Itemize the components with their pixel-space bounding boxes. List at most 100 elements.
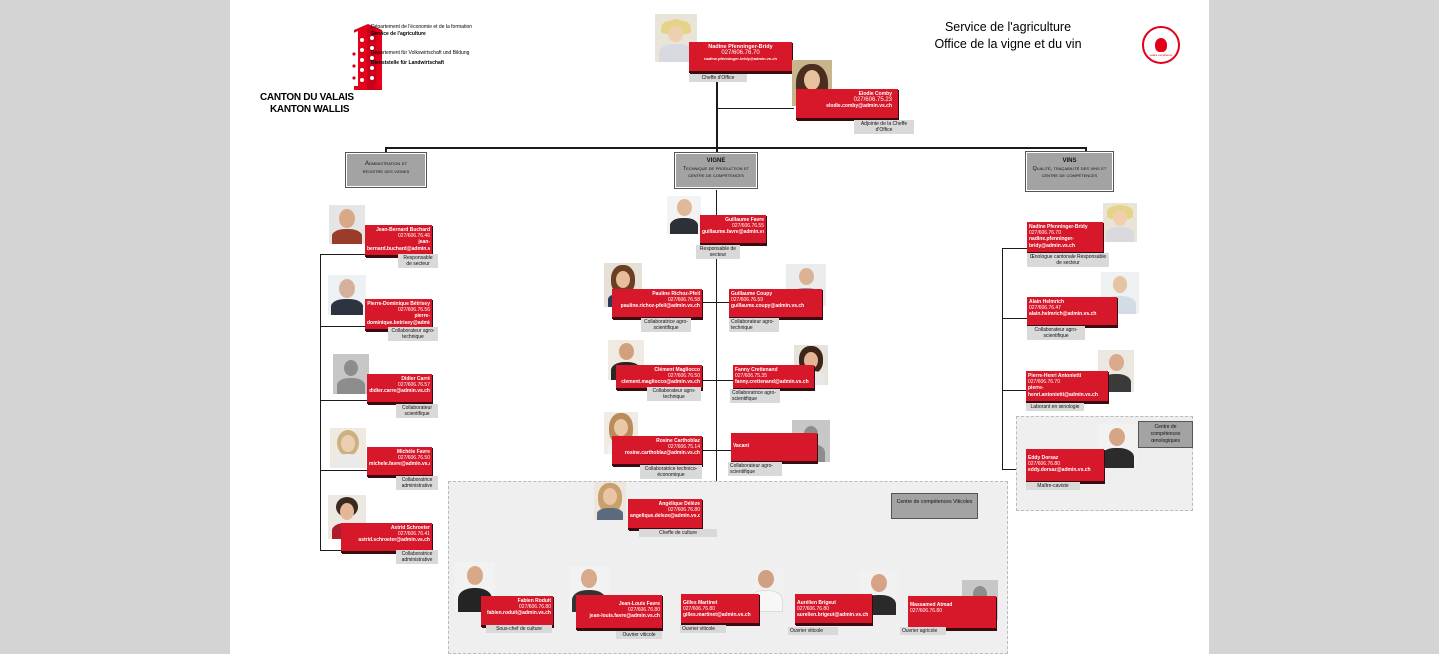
card-vigne-p4[interactable]: Fanny Crettenand 027/606.75.35 fanny.cre…: [733, 365, 814, 390]
photo-viticole-chef: [594, 482, 626, 520]
card-admin-0[interactable]: Jean-Bernard Buchard 027/606.76.46 jean-…: [365, 225, 432, 257]
email: didier.carre@admin.vs.ch: [369, 388, 430, 395]
phone: 027/606.75.35: [735, 373, 767, 380]
section-vins[interactable]: VINS Qualité, traçabilité des vins et ce…: [1025, 151, 1114, 192]
email: aurelien.brigeut@admin.vs.ch: [797, 612, 869, 619]
card-admin-2[interactable]: Didier Carré 027/606.76.57 didier.carre@…: [367, 374, 432, 404]
photo-viticole-3: [859, 571, 899, 615]
name: Elodie Comby: [858, 91, 892, 97]
connector: [320, 254, 370, 255]
card-vigne-p1[interactable]: Pauline Richoz-Pfeil 027/606.76.58 pauli…: [612, 289, 702, 319]
valais-stars-icon: [351, 26, 376, 90]
connector: [640, 380, 790, 381]
email: nadine.pfenninger-bridy@admin.vs.ch: [1029, 236, 1075, 249]
role-vigne-lead: Responsable de secteur: [696, 245, 740, 259]
photo-vigne-lead: [667, 196, 701, 234]
role-vigne-p3: Collaborateur agro-technique: [647, 387, 701, 401]
section-vigne-title: VIGNE: [706, 158, 726, 164]
connector: [716, 78, 718, 148]
connector: [1002, 318, 1027, 319]
service-fr: Service de l'agriculture: [371, 31, 426, 37]
card-deputy[interactable]: Elodie Comby 027/606.75.23 elodie.comby@…: [796, 89, 898, 120]
card-viticole-chef[interactable]: Angélique Délèze 027/606.76.80 angelique…: [628, 499, 702, 530]
phone: 027/606.76.80: [1028, 461, 1060, 468]
canton-name-fr: CANTON DU VALAIS: [260, 92, 354, 103]
connector: [320, 400, 370, 401]
role-viticole-chef: Cheffe de culture: [639, 529, 717, 537]
name: Nadine Pfenninger-Bridy: [1029, 224, 1088, 230]
phone: 027/606.76.80: [910, 608, 942, 615]
card-vigne-p5[interactable]: Rosine Carthoblaz 027/606.75.14 rosine.c…: [612, 436, 702, 466]
name: Massamed Atmad: [910, 602, 953, 608]
phone: 027/606.76.70: [1029, 230, 1061, 237]
email: jean-bernard.buchard@admin.vs.ch: [367, 239, 430, 252]
department-fr: Département de l'économie et de la forma…: [371, 24, 473, 30]
name: Guillaume Coupy: [731, 291, 773, 297]
email: angelique.deleze@admin.vs.ch: [630, 513, 700, 520]
card-admin-3[interactable]: Michèle Favre 027/606.76.50 michele.favr…: [367, 447, 432, 477]
role-admin-1: Collaborateur agro-technique: [388, 327, 438, 341]
phone: 027/606.76.41: [398, 531, 430, 538]
role-vigne-p4: Collaboratrice agro-scientifique: [730, 389, 780, 403]
card-viticole-1[interactable]: Jean-Louis Favre 027/606.76.80 jean-loui…: [576, 595, 662, 630]
section-admin[interactable]: Administration et registre des vignes: [345, 152, 427, 188]
connector: [716, 108, 794, 109]
card-viticole-3[interactable]: Aurélien Brigeut 027/606.76.80 aurelien.…: [795, 594, 872, 625]
section-vigne[interactable]: VIGNE Technique de production et centre …: [674, 152, 758, 189]
card-chief[interactable]: Nadine Pfenninger-Bridy 027/606.76.70 na…: [689, 42, 792, 73]
name: Didier Carré: [401, 376, 430, 382]
email: guillaume.favre@admin.vs.ch: [702, 229, 764, 236]
connector: [385, 147, 387, 153]
email: elodie.comby@admin.vs.ch: [826, 103, 892, 110]
name: Nadine Pfenninger-Bridy: [708, 44, 773, 50]
phone: 027/606.76.80: [797, 606, 829, 613]
name: Fabien Roduit: [517, 598, 551, 604]
name: Michèle Favre: [396, 449, 430, 455]
connector: [716, 147, 718, 153]
connector: [385, 147, 1085, 149]
section-admin-subtitle: registre des vignes: [362, 168, 410, 175]
name: Eddy Dorsaz: [1028, 455, 1059, 461]
card-oeno-0[interactable]: Eddy Dorsaz 027/606.76.80 eddy.dorsaz@ad…: [1026, 449, 1104, 483]
card-vigne-p3[interactable]: Clément Magliocco 027/606.76.50 clement.…: [616, 365, 702, 390]
connector: [1002, 248, 1027, 249]
card-admin-4[interactable]: Astrid Schroeter 027/606.76.41 astrid.sc…: [341, 523, 432, 553]
name: Aurélien Brigeut: [797, 600, 836, 606]
role-vigne-p2: Collaborateur agro-technique: [729, 318, 779, 332]
phone: 027/606.76.59: [731, 297, 763, 304]
card-vins-1[interactable]: Alain Helmrich 027/606.76.47 alain.helmr…: [1027, 297, 1117, 327]
connector: [716, 190, 717, 513]
card-viticole-0[interactable]: Fabien Roduit 027/606.76.80 fabien.rodui…: [481, 596, 553, 627]
role-deputy: Adjointe de la Cheffe d'Office: [854, 120, 914, 134]
photo-vins-0: [1103, 203, 1137, 242]
role-admin-4: Collaboratrice administrative: [396, 550, 438, 564]
connector: [640, 302, 790, 303]
phone: 027/606.76.50: [398, 455, 430, 462]
name: Clément Magliocco: [654, 367, 700, 373]
card-vigne-lead[interactable]: Guillaume Favre 027/606.76.55 guillaume.…: [700, 215, 766, 245]
role-viticole-4: Ouvrier agricole: [900, 627, 946, 635]
email: nadine.pfenninger-bridy@admin.vs.ch: [704, 56, 777, 62]
connector: [640, 450, 790, 451]
section-vins-subtitle: Qualité, traçabilité des vins et centre …: [1032, 165, 1107, 180]
phone: 027/606.76.70: [721, 50, 760, 57]
card-viticole-4[interactable]: Massamed Atmad 027/606.76.80: [908, 596, 996, 630]
card-vins-0[interactable]: Nadine Pfenninger-Bridy 027/606.76.70 na…: [1027, 222, 1103, 254]
card-viticole-2[interactable]: Gilles Martinet 027/606.76.80 gilles.mar…: [681, 594, 759, 625]
email: fabien.roduit@admin.vs.ch: [486, 610, 551, 617]
photo-admin-1: [328, 275, 366, 315]
name: Gilles Martinet: [683, 600, 718, 606]
valais-excellence-badge: valais excellence: [1142, 26, 1180, 64]
page-title-1: Service de l'agriculture: [944, 20, 1072, 34]
role-viticole-2: Ouvrier viticole: [680, 625, 726, 633]
photo-oeno-0: [1097, 424, 1137, 468]
card-vins-2[interactable]: Pierre-Henri Antonietti 027/606.76.70 pi…: [1026, 371, 1108, 403]
oeno-centre-label: Centre de compétences œnologiques: [1138, 421, 1193, 448]
role-oeno-0: Maître-caviste: [1026, 482, 1080, 490]
card-vigne-p6[interactable]: Vacant: [731, 433, 817, 463]
connector: [320, 326, 370, 327]
card-vigne-p2[interactable]: Guillaume Coupy 027/606.76.59 guillaume.…: [729, 289, 822, 319]
email: alain.helmrich@admin.vs.ch: [1029, 311, 1097, 318]
viticole-centre-label: Centre de compétences Viticoles: [891, 493, 978, 519]
name: Pauline Richoz-Pfeil: [652, 291, 700, 297]
